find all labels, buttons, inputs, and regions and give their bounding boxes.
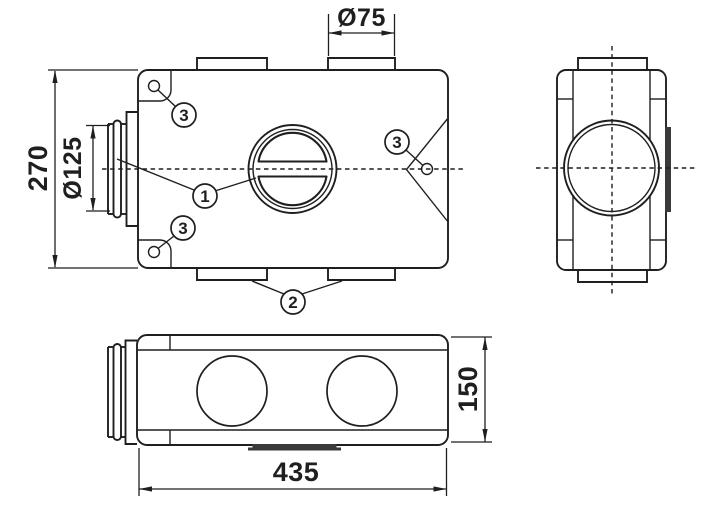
corner-panel-bottom-left xyxy=(138,239,172,268)
top-stub-right xyxy=(327,57,396,70)
callout-3-right: 3 xyxy=(384,129,424,167)
dimension-height-270: 270 xyxy=(23,69,138,269)
callout-3-label: 3 xyxy=(178,219,187,238)
callout-1-label: 1 xyxy=(200,187,209,206)
callout-3-label: 3 xyxy=(392,133,401,152)
damper-blade-lower xyxy=(257,175,328,207)
callout-1: 1 xyxy=(116,158,257,209)
port-hole-left xyxy=(196,355,268,427)
port-hole-right xyxy=(326,355,398,427)
dim-150-label: 150 xyxy=(453,366,483,413)
top-stub-left xyxy=(196,57,268,70)
bottom-stub-right xyxy=(327,268,396,281)
dimension-depth-150: 150 xyxy=(451,336,492,443)
callout-2-label: 2 xyxy=(288,293,297,312)
dim-125-label: Ø125 xyxy=(59,136,87,199)
dim-435-label: 435 xyxy=(273,457,320,487)
gasket-strip xyxy=(252,444,337,451)
dim-270-label: 270 xyxy=(23,145,53,192)
callout-3-bottom-left: 3 xyxy=(157,215,196,250)
callout-3-label: 3 xyxy=(179,106,188,125)
dimension-length-435: 435 xyxy=(138,448,448,496)
right-v-notch xyxy=(405,118,448,222)
bottom-view: 435 150 xyxy=(107,334,492,496)
dimension-port-75: Ø75 xyxy=(327,4,396,56)
spigot-bottom xyxy=(107,339,137,445)
screw-bottom-left xyxy=(147,245,161,259)
dimension-spigot-125: Ø125 xyxy=(59,124,110,212)
damper-blade-upper xyxy=(257,131,328,163)
screw-top-left xyxy=(147,79,161,93)
dim-75-label: Ø75 xyxy=(337,4,386,32)
bottom-stub-left xyxy=(196,268,268,281)
front-view: 1 3 3 3 2 xyxy=(23,4,466,315)
callout-2: 2 xyxy=(251,280,343,315)
spigot-collar-bottom xyxy=(124,339,137,445)
callout-3-top-left: 3 xyxy=(157,89,197,128)
side-flange-bar xyxy=(665,127,671,212)
side-view xyxy=(536,46,698,294)
corner-panel-top-left xyxy=(138,70,172,102)
unit-body-bottom xyxy=(136,334,449,446)
